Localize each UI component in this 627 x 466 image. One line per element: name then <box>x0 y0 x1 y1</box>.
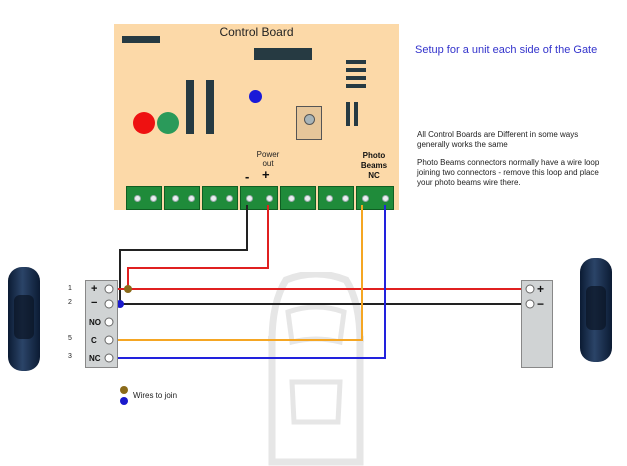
right-terminal-minus-label: − <box>537 297 545 311</box>
note-line: Photo Beams connectors normally have a w… <box>417 158 600 167</box>
board-title: Control Board <box>219 25 294 39</box>
component-chip <box>186 80 194 134</box>
control-board: Control Board Power out - + Photo Beams … <box>114 24 399 210</box>
terminal-block <box>318 186 354 210</box>
green-led <box>157 112 179 134</box>
note-line: generally works the same <box>417 140 508 149</box>
legend-wires-to-join: Wires to join <box>133 391 178 400</box>
component-chip <box>346 102 350 126</box>
photo-beams-label: Photo Beams NC <box>360 151 388 180</box>
left-terminal-nc-label: NC <box>89 354 101 363</box>
component-chip <box>346 60 366 64</box>
component-chip <box>254 48 312 60</box>
note-line: your photo beams wire there. <box>417 178 521 187</box>
orange-com-wire <box>112 205 363 341</box>
terminal-block <box>164 186 200 210</box>
power-terminal-block <box>240 186 278 210</box>
component-chip <box>354 102 358 126</box>
left-terminal-minus-label: − <box>91 297 98 309</box>
power-minus-label: - <box>245 169 250 184</box>
left-terminal-c-label: C <box>91 336 97 345</box>
photo-beam-sensor-icon <box>580 258 612 362</box>
component-chip <box>346 76 366 80</box>
join-point-olive <box>124 285 132 293</box>
photo-beam-sensor-icon <box>8 267 40 371</box>
relay-component <box>296 106 322 140</box>
wire-number-1: 1 <box>68 285 72 292</box>
terminal-block <box>202 186 238 210</box>
setup-title: Setup for a unit each side of the Gate <box>415 44 598 56</box>
blue-led <box>249 90 262 103</box>
red-power-wire <box>127 205 269 290</box>
wire-number-3: 3 <box>68 353 72 360</box>
power-plus-label: + <box>262 167 270 182</box>
component-chip <box>206 80 214 134</box>
note-line: All Control Boards are Different in some… <box>417 130 579 139</box>
component-chip <box>346 84 366 88</box>
blue-nc-wire <box>112 205 386 359</box>
left-terminal-plus-label: + <box>91 283 98 295</box>
left-terminal-no-label: NO <box>89 318 101 327</box>
legend-dots <box>120 386 128 405</box>
red-led <box>133 112 155 134</box>
note-line: joining two connectors - remove this loo… <box>417 168 599 177</box>
wire-number-2: 2 <box>68 299 72 306</box>
power-out-label: Power out <box>256 150 280 168</box>
wire-number-5: 5 <box>68 335 72 342</box>
black-power-wire <box>119 205 248 303</box>
right-terminal-plus-label: + <box>537 282 545 296</box>
component-chip <box>346 68 366 72</box>
terminal-block <box>126 186 162 210</box>
terminal-block <box>280 186 316 210</box>
component-chip <box>122 36 160 43</box>
right-beam-terminal-strip <box>521 280 553 368</box>
join-point-blue <box>116 300 124 308</box>
